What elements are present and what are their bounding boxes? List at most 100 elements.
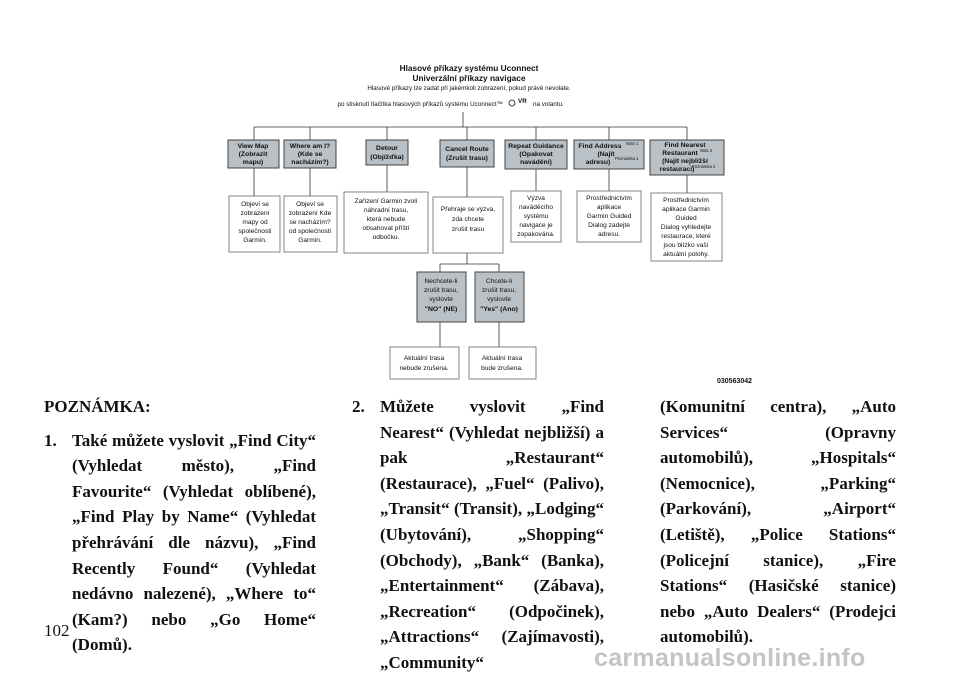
command-view-map-line3: mapu) bbox=[243, 159, 263, 166]
command-cancel-route-line1: Cancel Route bbox=[445, 146, 489, 153]
diagram-title: Hlasové příkazy systému Uconnect bbox=[400, 63, 539, 73]
result-where-am-i-line5: Garmin. bbox=[298, 237, 322, 244]
result-repeat-guidance-line1: Výzva bbox=[527, 195, 545, 202]
command-find-nearest-line3: (Najít nejbližší bbox=[662, 158, 709, 165]
outcome-cancelled-line2: bude zrušena. bbox=[481, 365, 523, 372]
note-item-1-number: 1. bbox=[44, 430, 57, 450]
result-view-map-line1: Objeví se bbox=[241, 201, 269, 208]
watermark: carmanualsonline.info bbox=[594, 644, 866, 672]
command-connectors bbox=[253, 165, 688, 197]
result-repeat-guidance-line2: naváděcího bbox=[519, 204, 553, 211]
result-find-nearest: Prostřednictvím aplikace Garmin Guided D… bbox=[650, 192, 723, 262]
command-find-address-line1: Find Address bbox=[578, 143, 621, 150]
note-item-1: 1. Také můžete vyslovit „Find City“ (Vyh… bbox=[44, 428, 316, 658]
outcome-cancelled: Aktuální trasa bude zrušena. bbox=[468, 346, 537, 380]
command-detour-line2: (Objížďka) bbox=[370, 154, 404, 161]
command-repeat-guidance-line3: navádění) bbox=[520, 159, 552, 166]
result-find-nearest-line4: Dialog vyhledejte bbox=[661, 224, 712, 231]
result-where-am-i: Objeví se zobrazení Kde se nacházím? od … bbox=[283, 195, 338, 253]
command-view-map-line1: View Map bbox=[238, 143, 269, 150]
result-detour-line3: která nebude bbox=[367, 216, 406, 223]
command-find-address-note: Note 1 bbox=[626, 141, 639, 146]
command-where-am-i-line3: nacházím?) bbox=[291, 159, 328, 166]
command-find-address: Find Address Note 1 (Najít adresu) Pozná… bbox=[573, 139, 645, 170]
branch-no-line4: "NO" (NE) bbox=[425, 306, 458, 313]
command-find-nearest-restaurant: Find Nearest Restaurant Note 2 (Najít ne… bbox=[649, 139, 725, 176]
result-find-nearest-line3: Guided bbox=[675, 215, 697, 222]
result-find-nearest-line7: aktuální polohy. bbox=[663, 251, 709, 258]
outcome-not-cancelled: Aktuální trasa nebude zrušena. bbox=[389, 346, 460, 380]
branch-yes-line2: zrušit trasu, bbox=[482, 287, 516, 294]
branch-no: Nechcete-li zrušit trasu, vyslovte "NO" … bbox=[416, 271, 467, 323]
result-repeat-guidance: Výzva naváděcího systému navigace je zop… bbox=[510, 190, 562, 243]
note-item-2: 2. Můžete vyslovit „Find Nearest“ (Vyhle… bbox=[352, 394, 604, 676]
vr-label: VR bbox=[518, 98, 527, 105]
branch-yes: Chcete-li zrušit trasu, vyslovte "Yes" (… bbox=[474, 271, 525, 323]
diagram-instruction: po stisknutí tlačítka hlasových příkazů … bbox=[337, 100, 503, 108]
figure-id: 030563042 bbox=[717, 378, 752, 385]
result-view-map-line2: zobrazení bbox=[241, 210, 270, 217]
note-item-2-continued: (Komunitní centra), „Auto Services“ (Opr… bbox=[660, 397, 896, 647]
result-find-address: Prostřednictvím aplikace Garmin Guided D… bbox=[576, 190, 642, 243]
command-repeat-guidance-line1: Repeat Guidance bbox=[508, 143, 564, 150]
text-column-right: (Komunitní centra), „Auto Services“ (Opr… bbox=[660, 394, 896, 650]
result-view-map-line4: společnosti bbox=[239, 228, 273, 235]
result-repeat-guidance-line5: zopakována. bbox=[517, 231, 555, 238]
command-find-nearest-line4: restauraci) bbox=[660, 166, 695, 173]
result-repeat-guidance-line3: systému bbox=[524, 213, 549, 220]
command-detour-line1: Detour bbox=[376, 145, 398, 152]
branch-no-line1: Nechcete-li bbox=[425, 278, 459, 285]
result-cancel-route: Přehraje se výzva, zda chcete zrušit tra… bbox=[432, 196, 504, 254]
branch-yes-line3: vyslovte bbox=[487, 296, 511, 303]
diagram-subtitle: Hlasové příkazy lze zadat při jakémkoli … bbox=[367, 85, 571, 92]
outcome-cancelled-line1: Aktuální trasa bbox=[482, 355, 523, 362]
top-bracket bbox=[253, 112, 688, 140]
note-item-2-text: Můžete vyslovit „Find Nearest“ (Vyhledat… bbox=[380, 397, 604, 672]
result-cancel-route-line3: zrušit trasu bbox=[452, 226, 485, 233]
command-view-map-line2: (Zobrazit bbox=[239, 151, 268, 158]
result-view-map-line5: Garmin. bbox=[243, 237, 267, 244]
command-cancel-route-line2: (Zrušit trasu) bbox=[446, 155, 488, 162]
command-where-am-i: Where am I? (Kde se nacházím?) bbox=[283, 139, 337, 169]
vr-button-icon: VR bbox=[508, 98, 527, 107]
result-find-address-line3: Garmin Guided bbox=[587, 213, 632, 220]
command-cancel-route: Cancel Route (Zrušit trasu) bbox=[439, 139, 495, 168]
command-find-nearest-line1: Find Nearest bbox=[664, 142, 706, 149]
branch-no-line2: zrušit trasu, bbox=[424, 287, 458, 294]
command-repeat-guidance-line2: (Opakovat bbox=[519, 151, 553, 158]
command-find-nearest-note2: Poznámka 2 bbox=[692, 164, 716, 169]
command-where-am-i-line1: Where am I? bbox=[290, 143, 330, 150]
result-where-am-i-line1: Objeví se bbox=[296, 201, 324, 208]
result-detour-line4: obsahovat příští bbox=[363, 225, 410, 232]
branch-no-line3: vyslovte bbox=[429, 296, 453, 303]
result-find-address-line1: Prostřednictvím bbox=[586, 195, 632, 202]
result-detour-line2: náhradní trasu, bbox=[364, 207, 409, 214]
command-find-address-line2: (Najít bbox=[598, 151, 616, 158]
voice-command-diagram: Hlasové příkazy systému Uconnect Univerz… bbox=[227, 63, 752, 385]
text-column-middle: 2. Můžete vyslovit „Find Nearest“ (Vyhle… bbox=[352, 394, 604, 676]
command-repeat-guidance: Repeat Guidance (Opakovat navádění) bbox=[504, 139, 568, 170]
command-view-map: View Map (Zobrazit mapu) bbox=[227, 139, 280, 169]
branch-yes-line1: Chcete-li bbox=[486, 278, 513, 285]
result-detour-line5: odbočku. bbox=[373, 234, 400, 241]
command-detour: Detour (Objížďka) bbox=[365, 139, 409, 166]
command-find-nearest-line2: Restaurant bbox=[662, 150, 698, 157]
result-where-am-i-line4: od společnosti bbox=[289, 228, 332, 235]
outcome-not-cancelled-line2: nebude zrušena. bbox=[399, 365, 448, 372]
text-column-left: POZNÁMKA: 1. Také můžete vyslovit „Find … bbox=[44, 394, 316, 658]
command-find-address-note2: Poznámka 1 bbox=[615, 156, 639, 161]
command-where-am-i-line2: (Kde se bbox=[298, 151, 323, 158]
result-repeat-guidance-line4: navigace je bbox=[519, 222, 553, 229]
result-cancel-route-line1: Přehraje se výzva, bbox=[441, 206, 495, 213]
result-cancel-route-line2: zda chcete bbox=[452, 216, 484, 223]
branch-yes-line4: "Yes" (Ano) bbox=[480, 306, 518, 313]
outcome-not-cancelled-line1: Aktuální trasa bbox=[404, 355, 445, 362]
result-find-address-line4: Dialog zadejte bbox=[588, 222, 630, 229]
result-detour: Zařízení Garmin zvolí náhradní trasu, kt… bbox=[343, 191, 429, 254]
note-title: POZNÁMKA: bbox=[44, 397, 151, 416]
result-where-am-i-line2: zobrazení Kde bbox=[289, 210, 332, 217]
result-find-nearest-line6: jsou blízko vaší bbox=[662, 242, 708, 249]
result-find-nearest-line5: restaurace, které bbox=[661, 233, 711, 240]
result-where-am-i-line3: se nacházím? bbox=[289, 219, 330, 226]
diagram-instruction-end: na volantu. bbox=[533, 101, 564, 108]
